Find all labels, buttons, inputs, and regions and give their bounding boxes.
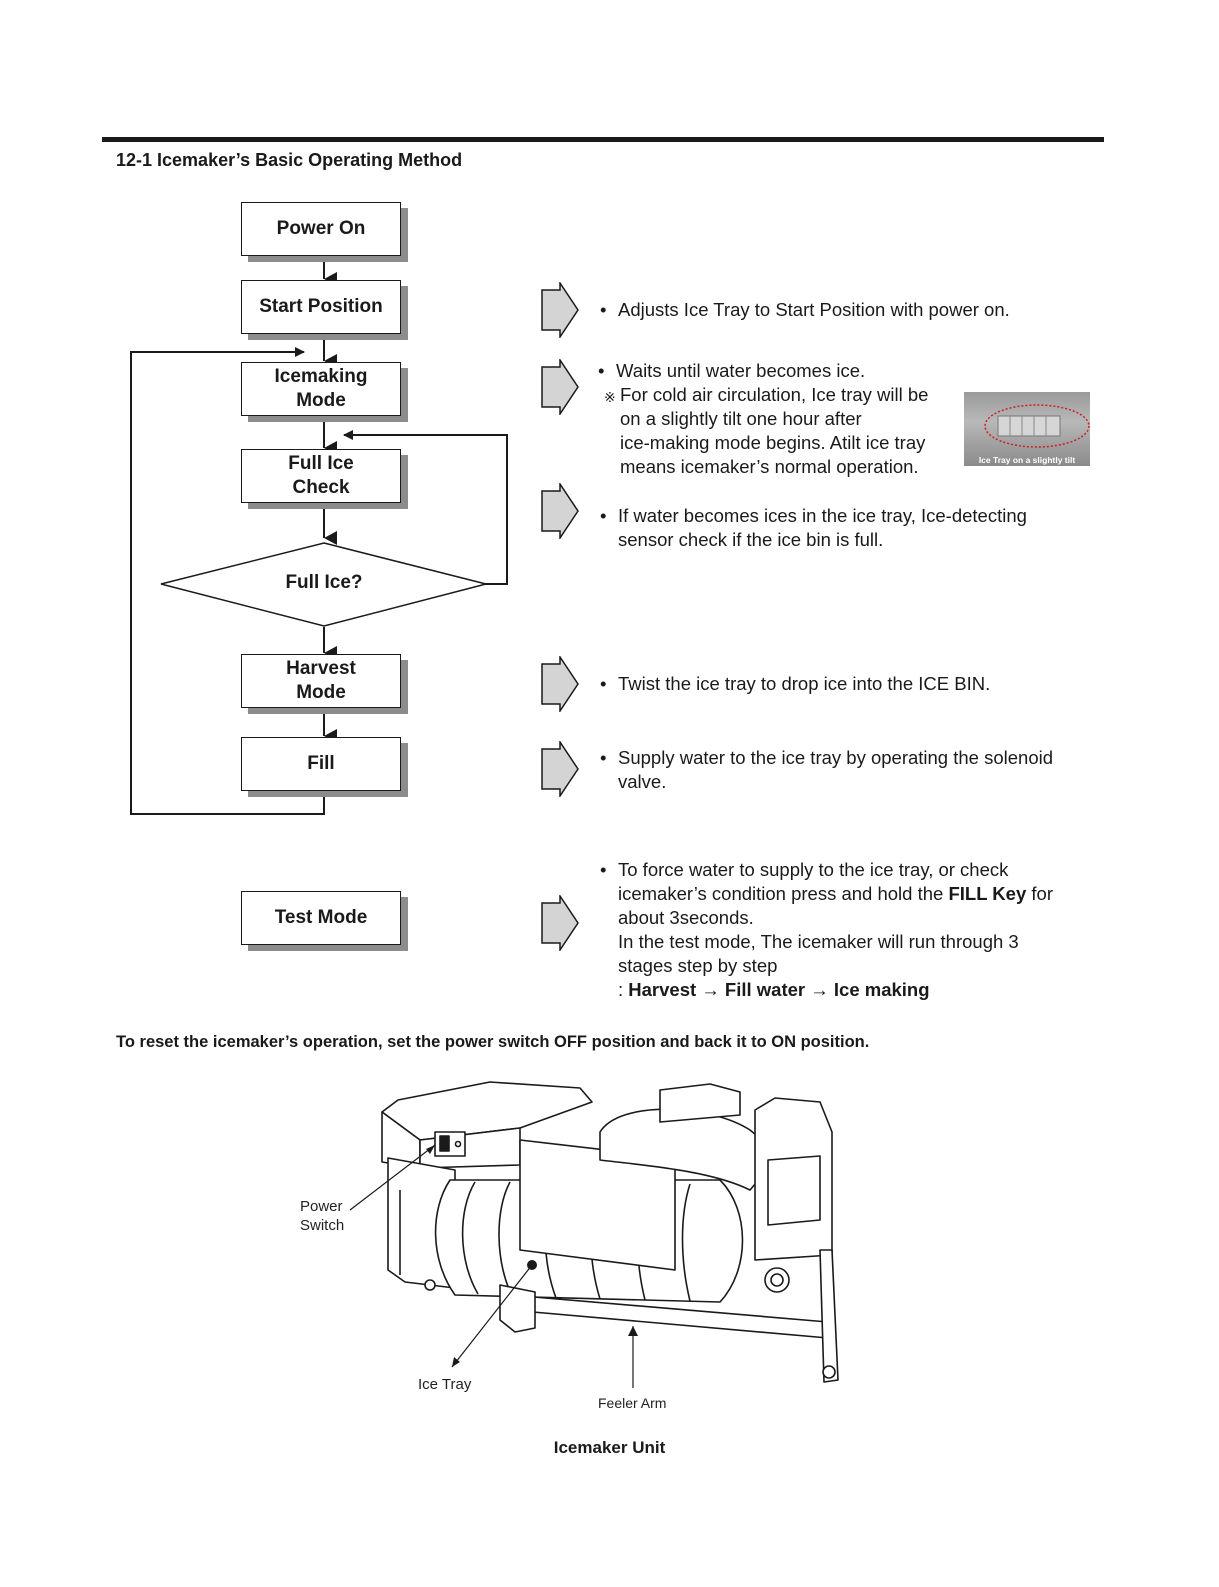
power-switch-label: Power Switch [300, 1198, 345, 1234]
chevron-arrow-icon [541, 282, 579, 338]
note-mark: ※ [604, 389, 616, 405]
ice-tray-tilt-photo: Ice Tray on a slightly tilt [964, 392, 1090, 466]
test-mode-box: Test Mode [241, 891, 401, 945]
ice-tray-label: Ice Tray [418, 1376, 472, 1393]
fill-box: Fill [241, 737, 401, 791]
icemaking-description: •Waits until water becomes ice. [598, 360, 866, 381]
section-title: 12-1 Icemaker’s Basic Operating Method [116, 150, 463, 170]
chevron-arrow-icon [541, 483, 579, 539]
chevron-arrow-icon [541, 895, 579, 951]
power-on-box: Power On [241, 202, 401, 256]
chevron-arrow-icon [541, 656, 579, 712]
chevron-arrow-icon [541, 359, 579, 415]
icemaker-unit-illustration [349, 1081, 839, 1388]
figure-caption: Icemaker Unit [553, 1438, 666, 1457]
reset-note: To reset the icemaker’s operation, set t… [116, 1033, 870, 1051]
chevron-arrow-icon [541, 741, 579, 797]
full-ice-decision-label: Full Ice? [285, 572, 363, 593]
start-position-box: Start Position [241, 280, 401, 334]
top-rule [102, 137, 1104, 142]
icemaking-note: For cold air circulation, Ice tray will … [620, 384, 929, 477]
full-ice-decision-shape [160, 542, 487, 627]
photo-caption: Ice Tray on a slightly tilt [978, 455, 1076, 465]
feeler-arm-label: Feeler Arm [598, 1395, 667, 1411]
